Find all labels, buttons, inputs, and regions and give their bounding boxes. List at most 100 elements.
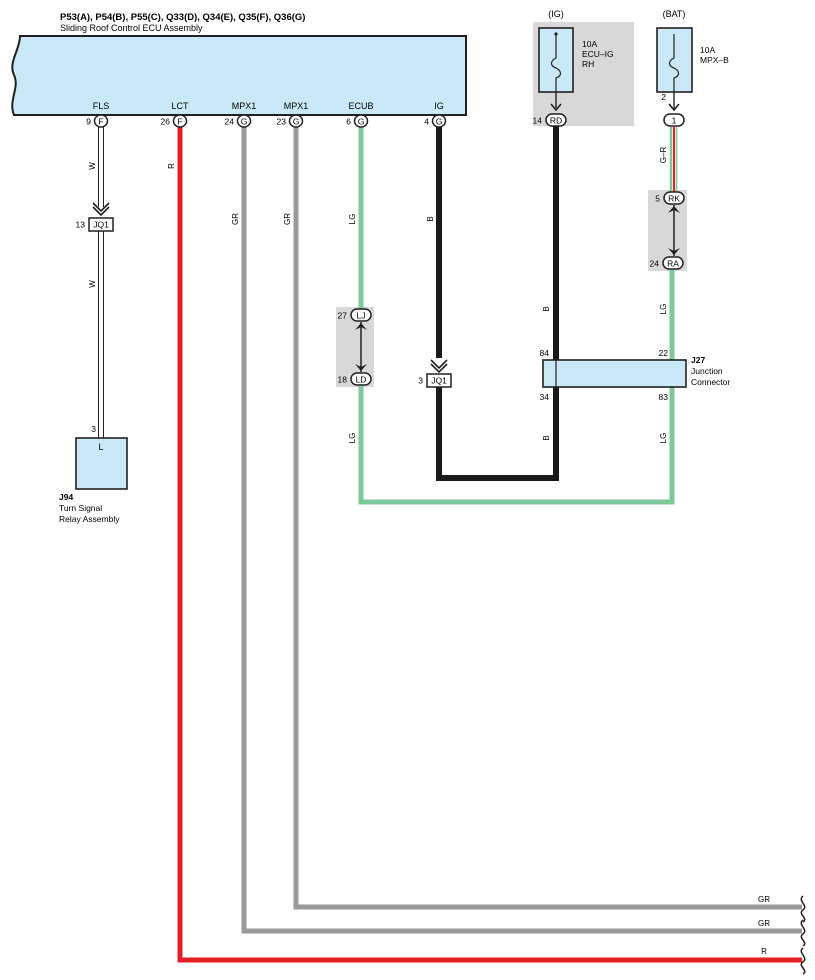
ecu-pin-fls: F 9: [86, 114, 109, 128]
svg-text:LG: LG: [659, 304, 668, 315]
connector-rk: RK 5: [655, 191, 685, 205]
svg-text:LG: LG: [348, 433, 357, 444]
j94-name: Turn Signal: [59, 503, 102, 513]
wire-ecub: [358, 126, 675, 505]
wire-break-marks: [800, 895, 806, 975]
terminal-label-mpx1-b: MPX1: [284, 101, 309, 111]
terminal-label-ig: IG: [434, 101, 444, 111]
svg-text:F: F: [177, 117, 182, 127]
ecu-pin-mpx1-b: G 23: [277, 114, 304, 128]
svg-text:JQ1: JQ1: [431, 376, 447, 386]
wire-lct: [177, 126, 802, 963]
wire-mpx1-a: [241, 126, 802, 934]
fuse-bat-rating: 10A: [700, 45, 715, 55]
wire-color-labels: W W R GR GR LG LG B B B G–R LG LG GR GR …: [88, 147, 770, 956]
svg-text:3: 3: [91, 424, 96, 434]
svg-text:G: G: [293, 117, 300, 127]
j94-id: J94: [59, 492, 73, 502]
ecu-connector-codes: P53(A), P54(B), P55(C), Q33(D), Q34(E), …: [60, 12, 305, 23]
ecu-pin-ecub: G 6: [346, 114, 369, 128]
svg-text:R: R: [761, 947, 767, 956]
svg-text:6: 6: [346, 117, 351, 127]
svg-text:GR: GR: [231, 213, 240, 225]
j94-name-2: Relay Assembly: [59, 514, 120, 524]
svg-text:1: 1: [672, 116, 677, 126]
svg-text:84: 84: [540, 348, 550, 358]
connector-rk-ra-link: [668, 205, 680, 256]
svg-text:GR: GR: [758, 895, 770, 904]
svg-text:G–R: G–R: [659, 147, 668, 164]
svg-text:F: F: [98, 117, 103, 127]
j27-id: J27: [691, 355, 705, 365]
ecu-pin-mpx1-a: G 24: [225, 114, 252, 128]
turn-signal-relay-j94: 3 L J94 Turn Signal Relay Assembly: [59, 424, 128, 524]
svg-text:22: 22: [659, 348, 669, 358]
fuse-bat-name: MPX–B: [700, 55, 729, 65]
terminal-label-lct: LCT: [171, 101, 189, 111]
fuse-bat-source: (BAT): [663, 9, 686, 19]
svg-text:23: 23: [277, 117, 287, 127]
svg-text:RD: RD: [550, 116, 562, 126]
svg-text:5: 5: [655, 194, 660, 204]
svg-text:26: 26: [161, 117, 171, 127]
svg-text:18: 18: [338, 375, 348, 385]
svg-text:B: B: [542, 435, 551, 440]
j27-name-2: Connector: [691, 377, 730, 387]
svg-text:LG: LG: [348, 214, 357, 225]
terminal-label-ecub: ECUB: [348, 101, 373, 111]
connector-ld: LD 18: [338, 372, 372, 386]
j27-name: Junction: [691, 366, 723, 376]
connector-lj-ld-link: [355, 322, 367, 372]
svg-text:LJ: LJ: [357, 311, 366, 321]
svg-text:83: 83: [659, 392, 669, 402]
svg-text:G: G: [358, 117, 365, 127]
ecu-name: Sliding Roof Control ECU Assembly: [60, 23, 203, 33]
connector-lj: LJ 27: [338, 308, 372, 322]
wire-ig: [436, 126, 559, 481]
svg-text:B: B: [426, 216, 435, 221]
svg-text:W: W: [88, 162, 97, 170]
svg-text:3: 3: [418, 376, 423, 386]
connector-ra: RA 24: [650, 256, 684, 270]
svg-text:13: 13: [76, 220, 86, 230]
svg-text:4: 4: [424, 117, 429, 127]
fuse-ig-rating: 10A: [582, 39, 597, 49]
ecu-pin-ig: G 4: [424, 114, 447, 128]
svg-text:RA: RA: [667, 259, 679, 269]
connector-jq1-right: JQ1 3: [418, 359, 452, 388]
svg-text:LD: LD: [356, 375, 367, 385]
connector-rd: RD 14: [533, 103, 567, 127]
connector-jq1-left: JQ1 13: [76, 202, 114, 232]
svg-text:L: L: [98, 442, 103, 452]
fuse-ig-source: (IG): [548, 9, 564, 19]
terminal-label-fls: FLS: [93, 101, 110, 111]
svg-text:2: 2: [661, 92, 666, 102]
svg-text:LG: LG: [659, 433, 668, 444]
svg-text:B: B: [542, 306, 551, 311]
svg-text:34: 34: [540, 392, 550, 402]
wire-mpx1-b: [293, 126, 802, 910]
fuse-bat-symbol: [668, 34, 680, 92]
fuse-ig-name-2: RH: [582, 59, 594, 69]
svg-text:GR: GR: [758, 919, 770, 928]
svg-text:24: 24: [225, 117, 235, 127]
svg-text:GR: GR: [283, 213, 292, 225]
junction-connector-j27: 84 22 34 83 J27 Junction Connector: [540, 348, 731, 402]
fuse-ig-name: ECU–IG: [582, 49, 614, 59]
svg-text:14: 14: [533, 116, 543, 126]
svg-text:R: R: [167, 163, 176, 169]
svg-text:24: 24: [650, 259, 660, 269]
connector-bat-1: 2 1: [661, 92, 685, 127]
wire-bat: [669, 92, 678, 360]
svg-text:9: 9: [86, 117, 91, 127]
terminal-label-mpx1-a: MPX1: [232, 101, 257, 111]
svg-text:JQ1: JQ1: [93, 220, 109, 230]
svg-text:W: W: [88, 280, 97, 288]
fuse-ig-symbol: [550, 34, 562, 92]
ecu-box: [11, 35, 467, 116]
svg-text:RK: RK: [668, 194, 680, 204]
svg-text:27: 27: [338, 311, 348, 321]
ecu-pin-lct: F 26: [161, 114, 188, 128]
svg-text:G: G: [241, 117, 248, 127]
